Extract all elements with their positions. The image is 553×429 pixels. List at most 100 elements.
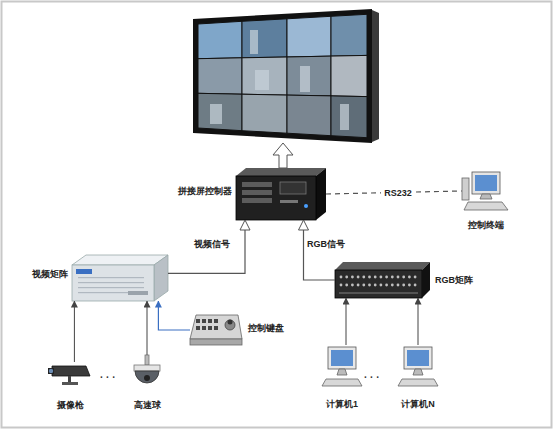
icon-part <box>335 270 422 298</box>
device-label: 摄像枪 <box>40 400 100 411</box>
signal-label: RS232 <box>381 188 415 199</box>
icon-part <box>340 284 343 287</box>
icon-part <box>328 347 356 369</box>
icon-part <box>402 276 405 279</box>
icon-part <box>402 284 405 287</box>
icon-part <box>145 355 149 365</box>
icon-part <box>208 319 212 323</box>
icon-part <box>225 320 235 330</box>
icon-part <box>202 319 206 323</box>
icon-part <box>357 284 360 287</box>
icon-part <box>414 284 417 287</box>
screen-tile <box>198 93 242 130</box>
icon-part <box>357 276 360 279</box>
icon-part <box>345 276 348 279</box>
icon-part <box>135 371 159 383</box>
icon-part <box>154 255 168 301</box>
icon-part <box>462 178 469 200</box>
connector <box>74 301 75 362</box>
icon-part <box>68 376 71 382</box>
output-arrow <box>273 143 293 168</box>
icon-part <box>362 276 365 279</box>
icon-part <box>339 292 418 294</box>
icon-part <box>404 347 432 369</box>
icon-part <box>408 276 411 279</box>
icon-part <box>202 326 206 330</box>
device-label: 视频矩阵 <box>20 269 68 280</box>
camera-icon <box>48 362 92 388</box>
device-label: 计算机1 <box>312 399 372 410</box>
icon-part <box>48 368 54 374</box>
device-node: 控制终端 <box>462 170 510 212</box>
icon-part <box>391 284 394 287</box>
connector <box>346 298 347 345</box>
screen-tile <box>331 55 367 96</box>
icon-part <box>72 265 154 301</box>
icon-part <box>72 255 168 265</box>
icon-part <box>52 366 90 376</box>
building <box>255 70 269 90</box>
icon-part <box>413 369 423 375</box>
icon-part <box>228 320 233 325</box>
screen-tile <box>331 96 367 138</box>
screen-buildings <box>210 30 349 130</box>
icon-part <box>472 172 500 194</box>
icon-part <box>380 276 383 279</box>
icon-part <box>144 375 150 381</box>
icon-part <box>368 284 371 287</box>
icon-part <box>362 284 365 287</box>
icon-part <box>322 379 362 386</box>
device-node: 控制键盘 <box>190 315 242 345</box>
pc-icon <box>322 345 362 387</box>
screen-tile <box>331 14 367 56</box>
icon-part <box>78 287 144 288</box>
connector <box>304 220 336 280</box>
screen-tile <box>242 19 287 58</box>
connector <box>418 298 419 345</box>
icon-part <box>385 276 388 279</box>
icon-part <box>134 365 160 371</box>
device-label: 计算机N <box>388 399 448 410</box>
building <box>210 104 222 124</box>
signal-label: RGB信号 <box>304 239 348 250</box>
device-node: 拼接屏控制器 <box>236 168 326 220</box>
signal-label: 视频信号 <box>191 239 233 250</box>
icon-part <box>236 176 316 220</box>
icon-part <box>397 284 400 287</box>
icon-part <box>368 276 371 279</box>
screen-tile <box>242 94 287 133</box>
icon-part <box>331 350 353 366</box>
video-wall <box>193 9 379 143</box>
building <box>250 30 258 54</box>
connector <box>326 191 462 194</box>
icon-part <box>398 379 438 386</box>
dome-icon <box>132 355 162 391</box>
icon-part <box>385 284 388 287</box>
device-node: 视频矩阵 <box>72 255 168 301</box>
icon-part <box>304 204 308 208</box>
icon-part <box>374 284 377 287</box>
keyboard-icon <box>190 315 242 345</box>
icon-part <box>236 168 326 176</box>
connector <box>168 220 245 273</box>
connector <box>158 301 190 330</box>
icon-part <box>78 277 144 278</box>
icon-part <box>190 339 242 345</box>
icon-part <box>242 190 272 195</box>
icon-part <box>464 202 508 210</box>
icon-part <box>335 262 430 270</box>
icon-part <box>316 168 326 220</box>
building <box>340 104 349 130</box>
device-label: 控制终端 <box>456 220 516 231</box>
connector <box>147 301 148 355</box>
device-label: RGB矩阵 <box>435 275 485 286</box>
icon-part <box>475 175 497 191</box>
icon-part <box>374 276 377 279</box>
icon-part <box>49 369 53 373</box>
icon-part <box>408 284 411 287</box>
icon-part <box>407 350 429 366</box>
building <box>300 66 310 92</box>
ellipsis-label: · · · <box>100 372 116 383</box>
